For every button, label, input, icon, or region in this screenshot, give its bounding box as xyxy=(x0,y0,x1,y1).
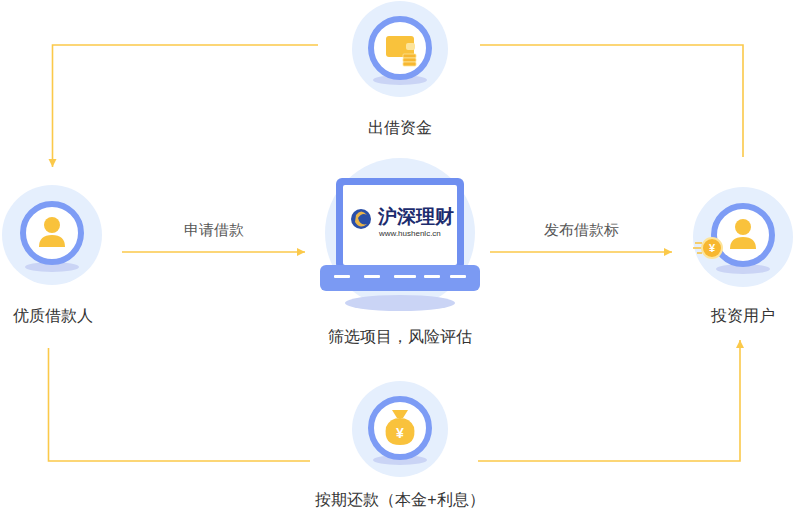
icon-ring xyxy=(23,204,81,262)
money-bag-symbol: ¥ xyxy=(396,426,404,440)
laptop-screen xyxy=(343,185,457,265)
flow-connector xyxy=(490,248,672,256)
coin-stack xyxy=(403,62,416,66)
brand-url: www.hushenlc.cn xyxy=(379,230,441,239)
edge-label: 申请借款 xyxy=(181,221,247,239)
keyboard-key xyxy=(450,275,466,278)
node-caption: 筛选项目，风险评估 xyxy=(328,327,472,347)
brand-swirl xyxy=(355,212,367,227)
brand-emblem xyxy=(351,209,371,229)
wallet-clasp xyxy=(406,43,415,50)
flow-connector xyxy=(122,248,305,256)
flow-connector xyxy=(49,45,319,167)
flow-connector xyxy=(49,348,311,461)
node-icon xyxy=(691,185,795,289)
node-caption: 出借资金 xyxy=(368,118,432,138)
laptop-base xyxy=(320,265,480,291)
connector-line xyxy=(478,340,740,461)
halo-circle xyxy=(352,1,448,97)
money-bag-icon xyxy=(386,418,415,445)
connector-line xyxy=(480,45,743,157)
icon-ring xyxy=(371,19,429,77)
keyboard-key xyxy=(334,275,350,278)
halo-circle xyxy=(2,185,102,285)
platform-node: 沪深理财 www.hushenlc.cn 筛选项目，风险评估 xyxy=(320,160,480,347)
person-body xyxy=(39,235,65,247)
coin-icon xyxy=(702,238,722,258)
laptop-shadow xyxy=(345,295,455,311)
speed-line xyxy=(693,247,702,249)
icon-ring xyxy=(714,206,772,264)
repay-node: 按期还款（本金+利息） xyxy=(290,380,510,510)
coin-symbol: ¥ xyxy=(709,243,715,254)
laptop-screen-frame xyxy=(336,178,464,270)
node-caption: 按期还款（本金+利息） xyxy=(315,490,484,510)
node-caption: 优质借款人 xyxy=(13,306,93,326)
keyboard-key xyxy=(424,275,440,278)
coin-stack xyxy=(403,58,416,62)
person-head xyxy=(44,217,60,233)
fund-node: 出借资金 xyxy=(348,0,452,138)
person-head xyxy=(735,219,751,235)
arrowhead xyxy=(664,248,672,256)
person-body xyxy=(730,237,756,249)
flow-connector xyxy=(480,45,743,157)
edge-label: 发布借款标 xyxy=(541,221,622,239)
keyboard-key xyxy=(394,275,416,278)
icon-ring xyxy=(371,399,429,457)
speed-line xyxy=(697,252,702,254)
connector-line xyxy=(49,348,311,461)
arrowhead xyxy=(297,248,305,256)
flow-connector xyxy=(478,340,744,461)
arrowhead xyxy=(49,159,57,167)
money-bag-tie xyxy=(392,410,408,418)
node-caption: 投资用户 xyxy=(711,306,775,326)
brand-name: 沪深理财 xyxy=(378,207,454,228)
arrowhead xyxy=(736,340,744,348)
halo-circle xyxy=(352,381,448,477)
coin-stack xyxy=(403,54,416,58)
connector-line xyxy=(122,251,305,253)
node-icon xyxy=(0,183,105,287)
connector-line xyxy=(490,251,672,253)
speed-line xyxy=(695,242,702,244)
keyboard-key xyxy=(364,275,380,278)
investor-node: 投资用户 xyxy=(691,185,795,326)
borrower-node: 优质借款人 xyxy=(0,183,105,326)
connector-line xyxy=(53,45,319,167)
node-icon xyxy=(348,0,452,100)
halo-circle xyxy=(693,187,793,287)
